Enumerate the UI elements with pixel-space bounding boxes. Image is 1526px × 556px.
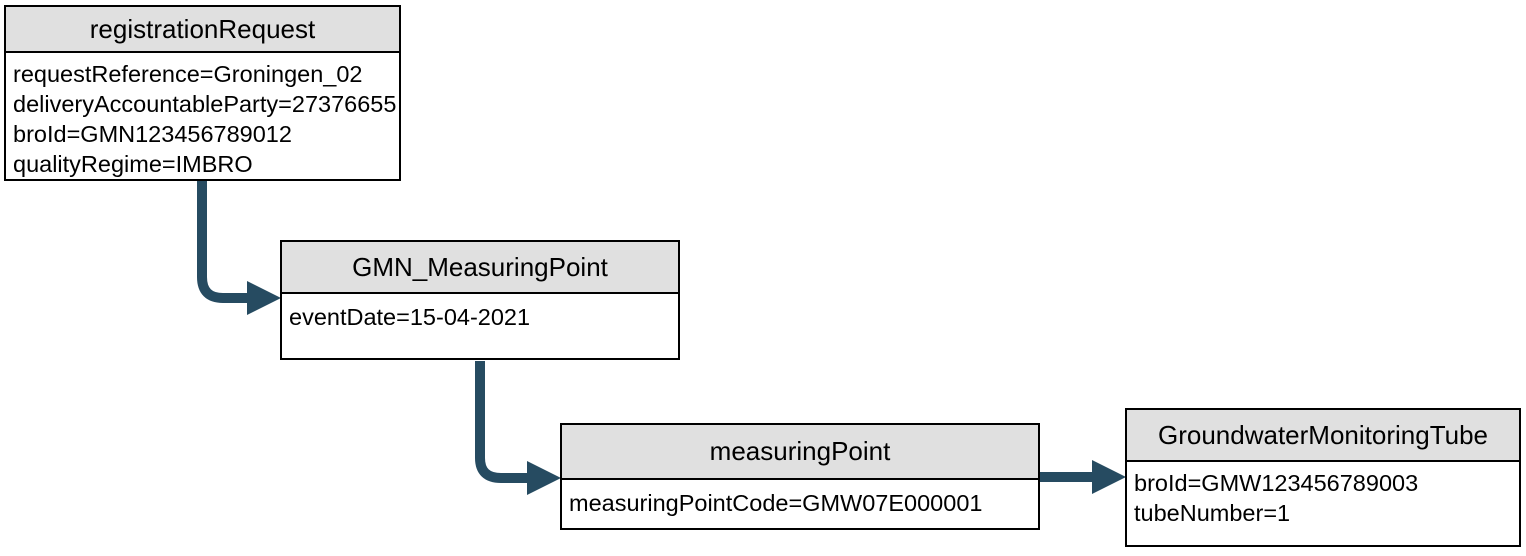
node-measuring-point-title: measuringPoint [562, 425, 1038, 480]
node-registration-request: registrationRequest requestReference=Gro… [4, 5, 401, 181]
arrow-gmn-measuring-point-to-measuring-point [475, 361, 528, 483]
attribute-delivery-accountable-party: deliveryAccountableParty=27376655 [13, 91, 397, 117]
arrowhead-measuring-point-icon [527, 461, 561, 495]
attribute-request-reference: requestReference=Groningen_02 [13, 61, 363, 87]
arrow-registration-request-to-gmn-measuring-point [197, 181, 248, 303]
attribute-tube-number: tubeNumber=1 [1134, 500, 1291, 526]
node-gmn-measuring-point-title: GMN_MeasuringPoint [282, 242, 678, 294]
node-groundwater-monitoring-tube-title: GroundwaterMonitoringTube [1127, 410, 1519, 462]
node-measuring-point-body: measuringPointCode=GMW07E000001 [562, 480, 1038, 518]
node-registration-request-body: requestReference=Groningen_02 deliveryAc… [6, 53, 399, 179]
node-gmn-measuring-point: GMN_MeasuringPoint eventDate=15-04-2021 [280, 240, 680, 360]
arrowhead-groundwater-monitoring-tube-icon [1092, 460, 1126, 494]
node-gmn-measuring-point-body: eventDate=15-04-2021 [282, 294, 678, 332]
node-groundwater-monitoring-tube-body: broId=GMW123456789003 tubeNumber=1 [1127, 462, 1519, 528]
attribute-bro-id: broId=GMN123456789012 [13, 121, 292, 147]
attribute-bro-id: broId=GMW123456789003 [1134, 470, 1419, 496]
attribute-measuring-point-code: measuringPointCode=GMW07E000001 [569, 490, 983, 516]
arrowhead-gmn-measuring-point-icon [247, 281, 281, 315]
node-registration-request-title: registrationRequest [6, 7, 399, 53]
node-groundwater-monitoring-tube: GroundwaterMonitoringTube broId=GMW12345… [1125, 408, 1521, 547]
attribute-quality-regime: qualityRegime=IMBRO [13, 151, 253, 177]
attribute-event-date: eventDate=15-04-2021 [289, 304, 531, 330]
node-measuring-point: measuringPoint measuringPointCode=GMW07E… [560, 423, 1040, 530]
